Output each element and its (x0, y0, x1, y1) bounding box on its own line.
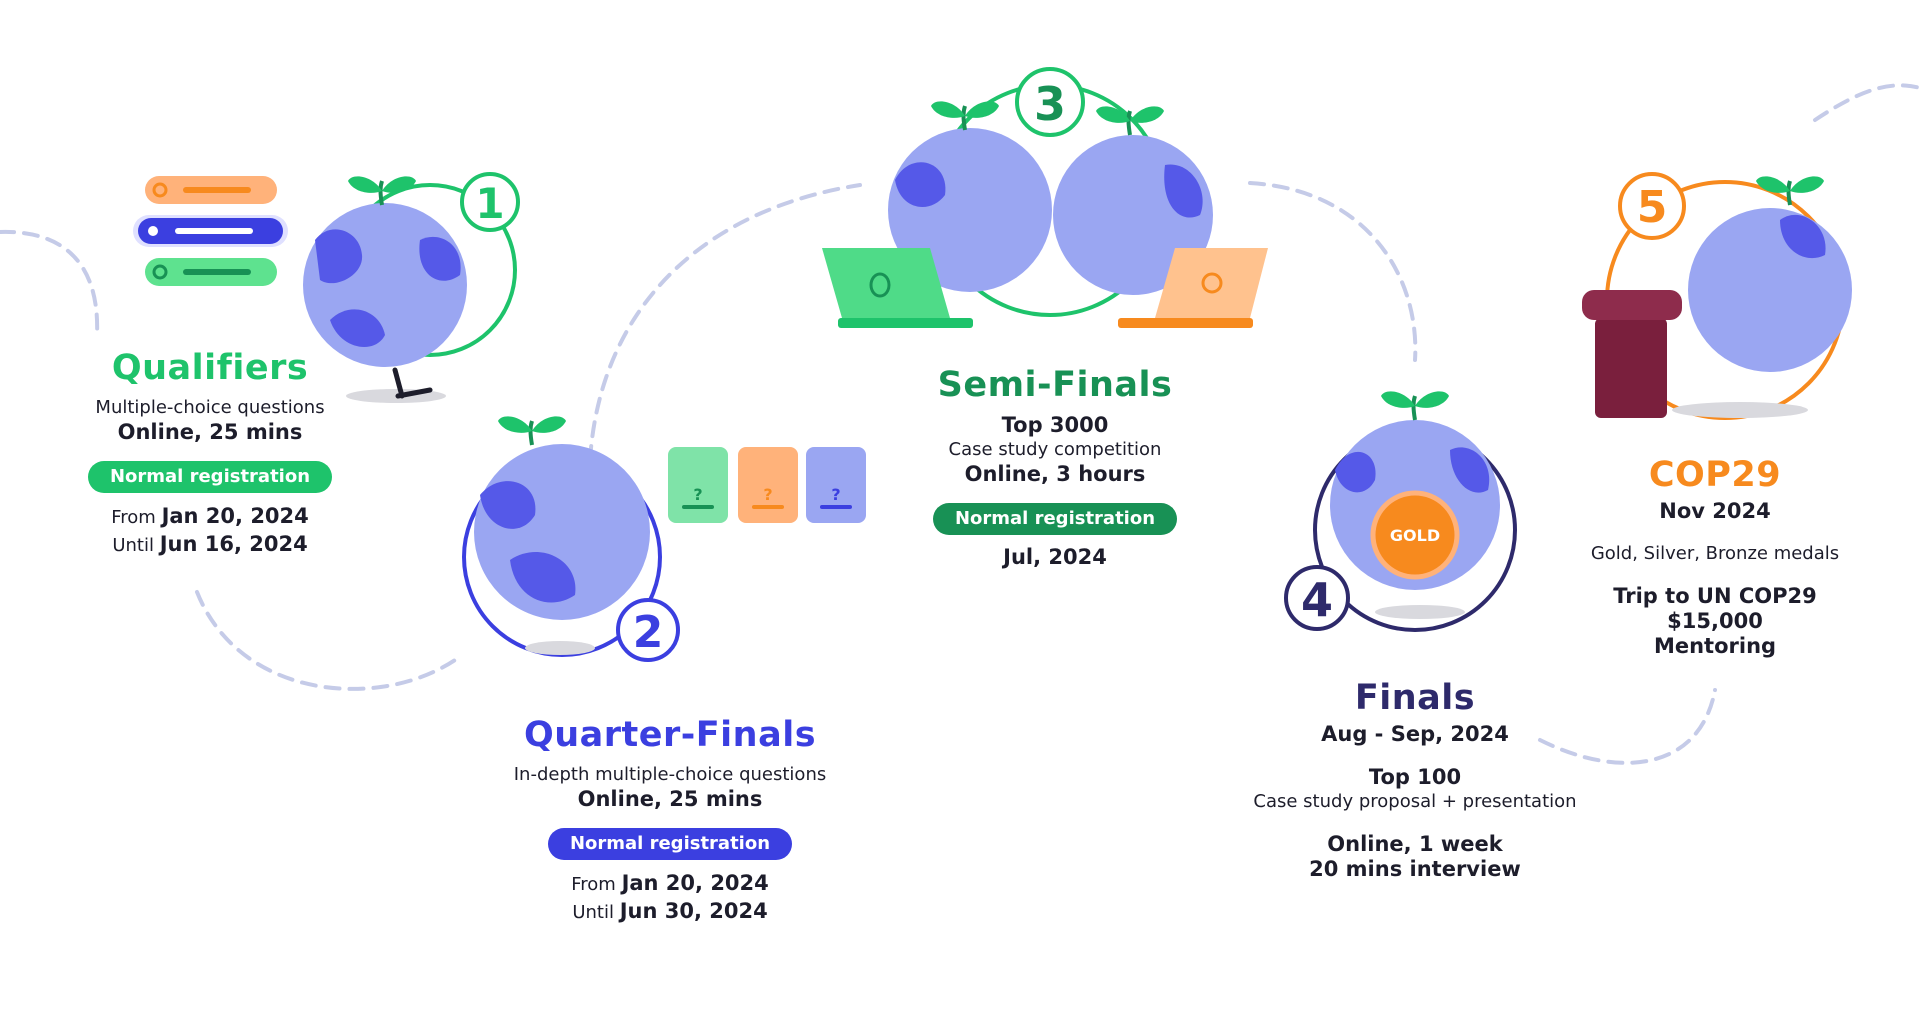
stage-title: COP29 (1648, 455, 1782, 495)
stage-cop29: COP29 Nov 2024 Gold, Silver, Bronze meda… (1575, 455, 1855, 659)
svg-text:?: ? (693, 485, 702, 504)
stage-description: Case study proposal + presentation (1253, 791, 1577, 812)
svg-text:4: 4 (1301, 573, 1333, 627)
stage-format: Online, 1 week (1327, 832, 1503, 856)
svg-text:1: 1 (475, 179, 504, 228)
stage-description: In-depth multiple-choice questions (513, 764, 827, 785)
semi-finals-illustration: 3 (822, 67, 1268, 328)
quarter-finals-illustration: 2 ? ? ? (462, 414, 866, 662)
date-from: From Jan 20, 2024 (571, 871, 769, 895)
svg-text:?: ? (763, 485, 772, 504)
finals-illustration: GOLD 4 (1284, 389, 1517, 632)
stage-description: Multiple-choice questions (95, 397, 325, 418)
stage-date: Jul, 2024 (1003, 545, 1107, 569)
stage-description: Case study competition (948, 439, 1162, 460)
svg-text:5: 5 (1637, 182, 1668, 233)
stage-title: Qualifiers (111, 348, 309, 388)
stage-title: Quarter-Finals (523, 715, 817, 755)
svg-text:3: 3 (1034, 77, 1066, 131)
date-until: Until Jun 16, 2024 (112, 532, 308, 556)
svg-text:?: ? (831, 485, 840, 504)
stage-quarter-finals: Quarter-Finals In-depth multiple-choice … (500, 715, 840, 926)
cop29-illustration: 5 (1582, 172, 1852, 420)
stage-format: Online, 25 mins (117, 420, 303, 444)
stage-semi-finals: Semi-Finals Top 3000 Case study competit… (905, 365, 1205, 570)
stage-top: Top 100 (1368, 765, 1462, 789)
date-from: From Jan 20, 2024 (111, 504, 309, 528)
stage-finals: Finals Aug - Sep, 2024 Top 100 Case stud… (1245, 678, 1585, 882)
prize-money: $15,000 (1667, 609, 1763, 633)
stage-title: Semi-Finals (937, 365, 1173, 405)
date-until: Until Jun 30, 2024 (572, 899, 768, 923)
stage-format: Online, 25 mins (577, 787, 763, 811)
stage-date: Aug - Sep, 2024 (1321, 722, 1509, 746)
registration-badge[interactable]: Normal registration (548, 828, 792, 860)
svg-text:2: 2 (633, 607, 664, 658)
stage-date: Nov 2024 (1659, 499, 1771, 523)
stage-description: Gold, Silver, Bronze medals (1590, 543, 1840, 564)
qualifiers-illustration: 1 (133, 172, 520, 403)
prize-mentoring: Mentoring (1653, 634, 1777, 658)
stage-top: Top 3000 (1001, 413, 1109, 437)
prize-trip: Trip to UN COP29 (1613, 584, 1817, 608)
stage-qualifiers: Qualifiers Multiple-choice questions Onl… (80, 348, 340, 559)
registration-badge[interactable]: Normal registration (933, 503, 1177, 535)
registration-badge[interactable]: Normal registration (88, 461, 332, 493)
gold-medal-label: GOLD (1390, 526, 1440, 545)
stage-title: Finals (1354, 678, 1476, 718)
stage-interview: 20 mins interview (1309, 857, 1521, 881)
dashed-path (0, 83, 1920, 765)
stage-format: Online, 3 hours (964, 462, 1146, 486)
